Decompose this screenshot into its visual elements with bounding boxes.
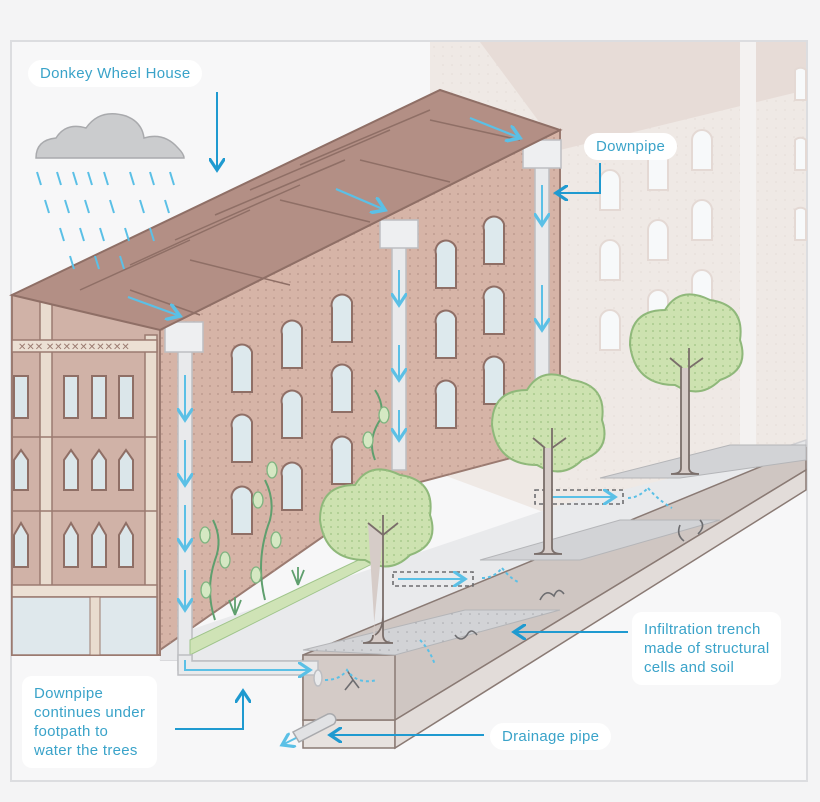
label-donkey-wheel-house: Donkey Wheel House [28, 60, 203, 87]
main-building-wall [159, 128, 562, 671]
callout-arrows [175, 92, 628, 735]
tree-3 [628, 293, 744, 475]
label-infiltration-line1: Infiltration trench [644, 621, 761, 638]
svg-text:✕✕✕ ✕✕✕✕✕✕✕✕✕✕: ✕✕✕ ✕✕✕✕✕✕✕✕✕✕ [18, 342, 130, 353]
label-downpipe-continues: Downpipe continues under footpath to wat… [22, 676, 158, 768]
label-infiltration-line3: cells and soil [644, 659, 735, 676]
label-continues-line1: Downpipe [34, 685, 104, 702]
label-infiltration-line2: made of structural [644, 640, 770, 657]
tree-feed-pipes [392, 490, 624, 586]
label-infiltration-trench: Infiltration trench made of structural c… [632, 612, 782, 685]
rain-cloud-icon [35, 113, 185, 270]
roof [9, 88, 563, 332]
under-footpath-pipe [177, 654, 323, 687]
left-building: ✕✕✕ ✕✕✕✕✕✕✕✕✕✕ [11, 268, 161, 656]
label-continues-line2: continues under [34, 704, 146, 721]
label-drainage-pipe: Drainage pipe [490, 723, 612, 750]
label-continues-line4: water the trees [34, 742, 138, 759]
label-continues-line3: footpath to [34, 723, 109, 740]
label-downpipe: Downpipe [584, 133, 678, 160]
drainage-pipe [282, 712, 337, 745]
tree-1 [318, 468, 434, 644]
tree-2 [490, 373, 606, 555]
